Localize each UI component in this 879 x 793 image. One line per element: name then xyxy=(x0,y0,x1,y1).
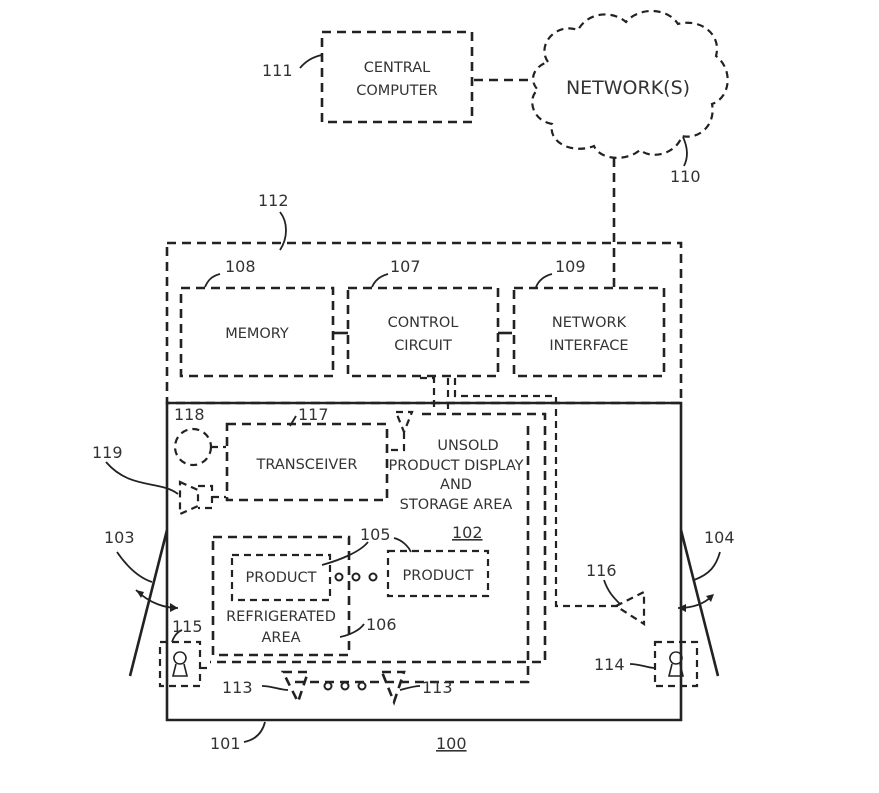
product-b-label: PRODUCT xyxy=(403,568,474,584)
product-b-node: PRODUCT xyxy=(386,549,490,598)
ref-117: 117 xyxy=(298,405,329,424)
ref-113-left: 113 xyxy=(222,678,253,697)
network-interface-label-2: INTERFACE xyxy=(549,338,628,354)
leader-108 xyxy=(204,273,221,288)
transceiver-node: TRANSCEIVER xyxy=(225,422,389,502)
speaker-icon xyxy=(178,480,226,516)
connector-control-sensor-116 xyxy=(453,378,620,608)
sensor-ellipsis xyxy=(323,681,367,691)
door-103 xyxy=(128,529,169,677)
storage-area-label-4: STORAGE AREA xyxy=(400,497,513,513)
leader-105b xyxy=(393,537,412,553)
ref-118: 118 xyxy=(174,405,205,424)
leader-117 xyxy=(289,415,297,427)
storage-area-label-1: UNSOLD xyxy=(437,438,498,454)
leader-114 xyxy=(629,663,656,669)
ref-101: 101 xyxy=(210,734,241,753)
leader-111 xyxy=(299,54,323,69)
leader-105a xyxy=(321,541,369,566)
ref-102: 102 xyxy=(452,523,483,542)
central-computer-label-2: COMPUTER xyxy=(356,83,438,99)
sensor-116-icon xyxy=(613,590,646,627)
ref-103: 103 xyxy=(104,528,135,547)
ref-111: 111 xyxy=(262,61,293,80)
leader-110 xyxy=(682,136,688,167)
lock-115 xyxy=(158,640,202,688)
network-label: NETWORK(S) xyxy=(566,77,690,99)
central-computer-label-1: CENTRAL xyxy=(364,60,430,76)
network-interface-label-1: NETWORK xyxy=(552,315,627,331)
leader-106 xyxy=(339,623,365,638)
leader-112 xyxy=(279,211,287,251)
leader-107 xyxy=(371,273,389,288)
control-circuit-label-1: CONTROL xyxy=(388,315,459,331)
ref-112: 112 xyxy=(258,191,289,210)
transceiver-label: TRANSCEIVER xyxy=(255,457,357,473)
memory-label: MEMORY xyxy=(225,326,289,342)
ref-109: 109 xyxy=(555,257,586,276)
door-103-arrowheads xyxy=(136,590,178,612)
leader-104 xyxy=(693,551,721,581)
ref-114: 114 xyxy=(594,655,625,674)
leader-113-left xyxy=(261,685,289,691)
keyhole-icon-right xyxy=(667,651,685,677)
enclosure-101 xyxy=(165,401,683,722)
ref-108: 108 xyxy=(225,257,256,276)
ref-106: 106 xyxy=(366,615,397,634)
leader-103 xyxy=(116,551,153,583)
storage-area-102 xyxy=(210,412,547,664)
camera-icon xyxy=(173,427,213,467)
network-cloud: NETWORK(S) xyxy=(531,9,729,159)
ref-107: 107 xyxy=(390,257,421,276)
antenna-icon xyxy=(390,410,414,452)
central-computer-node: CENTRAL COMPUTER xyxy=(320,30,474,124)
ref-116: 116 xyxy=(586,561,617,580)
product-a-node: PRODUCT xyxy=(230,553,332,602)
lock-114 xyxy=(653,640,699,688)
control-circuit-node: CONTROL CIRCUIT xyxy=(346,286,500,378)
network-interface-node: NETWORK INTERFACE xyxy=(512,286,666,378)
memory-node: MEMORY xyxy=(179,286,335,378)
ref-104: 104 xyxy=(704,528,735,547)
refrigerated-area-label-1: REFRIGERATED xyxy=(226,609,336,625)
sensor-113-left-icon xyxy=(280,670,310,706)
leader-109 xyxy=(535,273,553,288)
leader-116 xyxy=(603,579,621,605)
door-104-arrowheads xyxy=(678,594,714,612)
keyhole-icon-left xyxy=(171,651,189,677)
connector-control-down-1 xyxy=(420,376,436,410)
ref-113-right: 113 xyxy=(422,678,453,697)
product-ellipsis xyxy=(334,572,378,582)
control-circuit-label-2: CIRCUIT xyxy=(394,338,452,354)
ref-119: 119 xyxy=(92,443,123,462)
storage-area-label-3: AND xyxy=(440,477,472,493)
leader-101 xyxy=(243,721,266,743)
sensor-113-right-icon xyxy=(380,670,406,706)
refrigerated-area-label-2: AREA xyxy=(261,630,300,646)
door-104 xyxy=(679,529,720,677)
storage-area-label-2: PRODUCT DISPLAY xyxy=(388,458,523,474)
product-a-label: PRODUCT xyxy=(246,570,317,586)
sensor-bus xyxy=(292,426,530,684)
ref-105: 105 xyxy=(360,525,391,544)
ref-115: 115 xyxy=(172,617,203,636)
refrigerated-area-node: REFRIGERATED AREA xyxy=(211,535,351,657)
leader-119 xyxy=(105,461,179,495)
leader-115 xyxy=(171,629,183,643)
ref-110: 110 xyxy=(670,167,701,186)
leader-113-right xyxy=(399,685,421,691)
figure-ref-100: 100 xyxy=(436,734,467,753)
